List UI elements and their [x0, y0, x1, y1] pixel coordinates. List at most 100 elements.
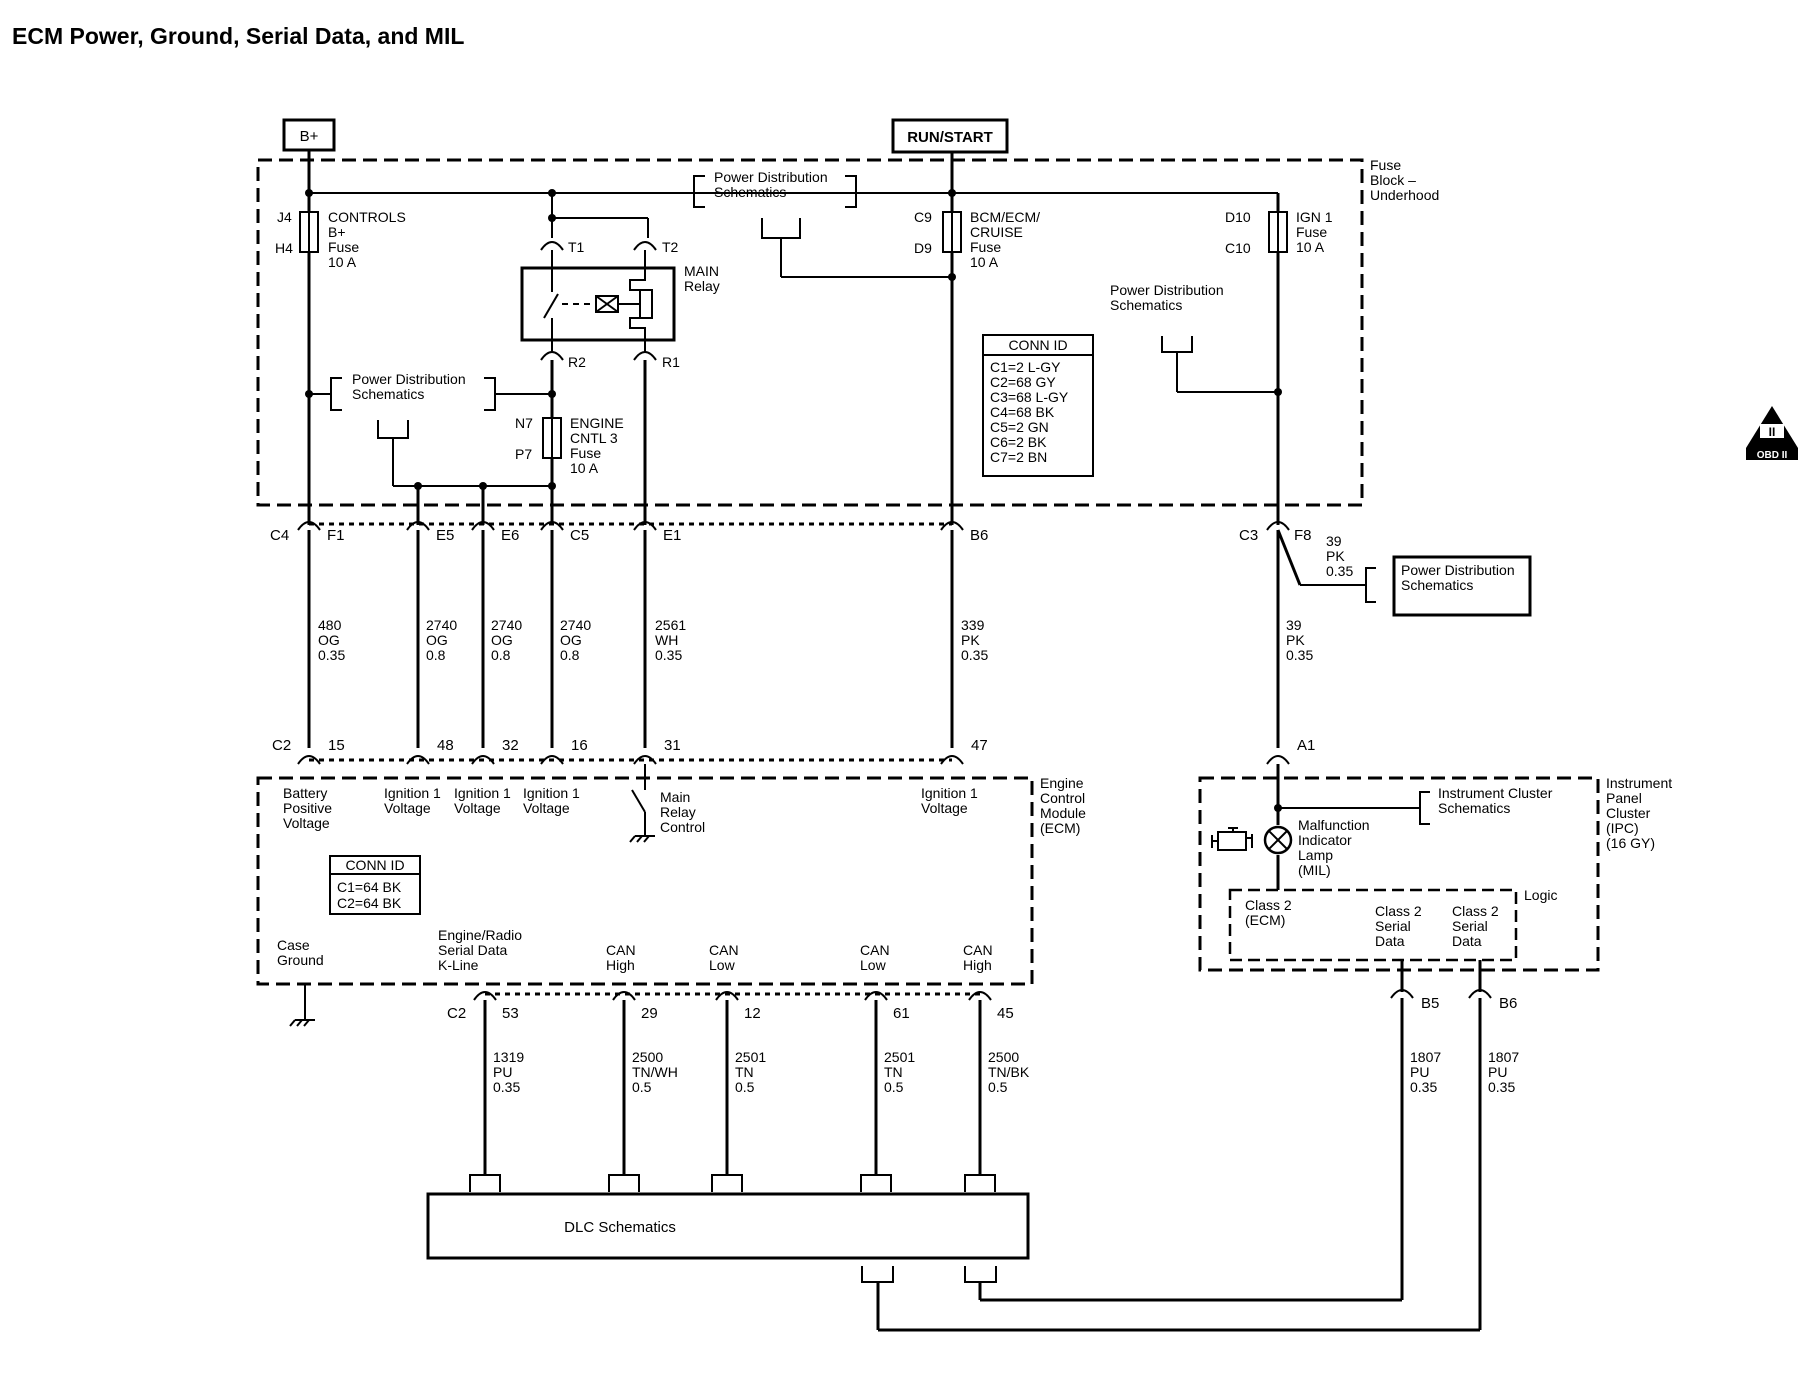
svg-text:Schematics: Schematics [352, 386, 424, 402]
svg-text:Control: Control [1040, 790, 1085, 806]
svg-text:Block –: Block – [1370, 172, 1416, 188]
svg-text:T2: T2 [662, 239, 679, 255]
svg-text:BCM/ECM/: BCM/ECM/ [970, 209, 1040, 225]
svg-text:53: 53 [502, 1005, 519, 1022]
svg-text:47: 47 [971, 737, 988, 754]
svg-text:339: 339 [961, 617, 985, 633]
svg-text:C5=2 GN: C5=2 GN [990, 419, 1049, 435]
ipc-lower-connector: B5 B6 [1390, 989, 1517, 1012]
svg-text:B6: B6 [970, 527, 988, 544]
ecm-lower-connector-row: C2 53 29 12 61 45 [447, 991, 1014, 1022]
obd-ii-badge: II OBD II [1746, 406, 1798, 461]
svg-text:B+: B+ [328, 224, 346, 240]
svg-text:High: High [963, 957, 992, 973]
ecm-connector-row: C2 15 48 32 16 31 47 [272, 737, 988, 765]
svg-text:High: High [606, 957, 635, 973]
svg-text:Fuse: Fuse [970, 239, 1001, 255]
ipc-wire-labels: 1807 PU 0.35 1807 PU 0.35 [1410, 1049, 1519, 1095]
fuse-block-conn-id-table: CONN ID C1=2 L-GY C2=68 GY C3=68 L-GY C4… [982, 334, 1094, 477]
svg-text:Serial: Serial [1452, 918, 1488, 934]
svg-text:J4: J4 [277, 209, 292, 225]
svg-text:Voltage: Voltage [523, 800, 570, 816]
svg-text:CAN: CAN [606, 942, 636, 958]
svg-text:2740: 2740 [491, 617, 522, 633]
svg-text:Voltage: Voltage [283, 815, 330, 831]
power-distribution-ref-right: Power Distribution Schematics [1110, 282, 1282, 396]
svg-text:0.35: 0.35 [961, 647, 988, 663]
svg-text:Data: Data [1375, 933, 1405, 949]
svg-text:OG: OG [491, 632, 513, 648]
svg-text:Case: Case [277, 937, 310, 953]
svg-text:OG: OG [318, 632, 340, 648]
svg-text:Power Distribution: Power Distribution [1110, 282, 1224, 298]
svg-text:Logic: Logic [1524, 887, 1557, 903]
svg-text:Cluster: Cluster [1606, 805, 1651, 821]
svg-text:C2=68 GY: C2=68 GY [990, 374, 1056, 390]
svg-text:Voltage: Voltage [921, 800, 968, 816]
svg-text:PU: PU [493, 1064, 512, 1080]
svg-text:61: 61 [893, 1005, 910, 1022]
svg-text:(ECM): (ECM) [1245, 912, 1285, 928]
svg-text:ENGINE: ENGINE [570, 415, 624, 431]
svg-text:Ground: Ground [277, 952, 324, 968]
svg-text:(ECM): (ECM) [1040, 820, 1080, 836]
engine-icon [1211, 827, 1253, 851]
svg-text:Voltage: Voltage [454, 800, 501, 816]
svg-text:0.35: 0.35 [1488, 1079, 1515, 1095]
power-distribution-ref-left: Power Distribution Schematics [305, 371, 556, 490]
svg-text:2500: 2500 [988, 1049, 1019, 1065]
svg-text:0.8: 0.8 [426, 647, 446, 663]
main-relay: T1 T2 MAIN Relay R2 R1 [520, 239, 720, 370]
svg-text:PK: PK [961, 632, 980, 648]
svg-text:C2: C2 [447, 1005, 466, 1022]
svg-text:Fuse: Fuse [1370, 157, 1401, 173]
svg-text:Voltage: Voltage [384, 800, 431, 816]
svg-text:TN: TN [735, 1064, 754, 1080]
svg-text:(MIL): (MIL) [1298, 862, 1331, 878]
svg-text:CRUISE: CRUISE [970, 224, 1023, 240]
svg-text:CONN ID: CONN ID [1008, 337, 1067, 353]
svg-text:E1: E1 [663, 527, 681, 544]
svg-text:Class 2: Class 2 [1375, 903, 1422, 919]
svg-text:10 A: 10 A [1296, 239, 1325, 255]
svg-text:Main: Main [660, 789, 690, 805]
svg-text:C3=68 L-GY: C3=68 L-GY [990, 389, 1069, 405]
svg-text:0.5: 0.5 [884, 1079, 904, 1095]
svg-text:WH: WH [655, 632, 678, 648]
svg-text:0.35: 0.35 [1326, 563, 1353, 579]
svg-text:C2=64 BK: C2=64 BK [337, 895, 402, 911]
svg-text:CONN ID: CONN ID [345, 857, 404, 873]
svg-text:16: 16 [571, 737, 588, 754]
svg-text:2740: 2740 [426, 617, 457, 633]
svg-text:K-Line: K-Line [438, 957, 479, 973]
svg-text:2561: 2561 [655, 617, 686, 633]
ipc-label: Instrument Panel Cluster (IPC) (16 GY) [1606, 775, 1672, 851]
svg-text:PK: PK [1326, 548, 1345, 564]
svg-text:32: 32 [502, 737, 519, 754]
svg-text:Schematics: Schematics [1401, 577, 1473, 593]
svg-text:Ignition 1: Ignition 1 [921, 785, 978, 801]
svg-text:B5: B5 [1421, 995, 1439, 1012]
svg-text:C6=2 BK: C6=2 BK [990, 434, 1047, 450]
svg-text:Engine: Engine [1040, 775, 1084, 791]
svg-text:Control: Control [660, 819, 705, 835]
svg-text:OG: OG [426, 632, 448, 648]
case-ground-symbol [289, 984, 315, 1027]
svg-text:10 A: 10 A [570, 460, 599, 476]
svg-text:Module: Module [1040, 805, 1086, 821]
svg-text:2501: 2501 [735, 1049, 766, 1065]
svg-text:Schematics: Schematics [1110, 297, 1182, 313]
svg-text:10 A: 10 A [970, 254, 999, 270]
ign1-fuse: D10 C10 IGN 1 Fuse 10 A [1225, 209, 1333, 256]
svg-text:PU: PU [1488, 1064, 1507, 1080]
svg-text:Fuse: Fuse [570, 445, 601, 461]
svg-text:0.5: 0.5 [632, 1079, 652, 1095]
svg-text:0.5: 0.5 [735, 1079, 755, 1095]
svg-text:Instrument: Instrument [1606, 775, 1672, 791]
battery-source: B+ [282, 118, 336, 152]
svg-text:Relay: Relay [660, 804, 696, 820]
svg-text:C5: C5 [570, 527, 589, 544]
ecm-label: Engine Control Module (ECM) [1040, 775, 1086, 836]
svg-text:R2: R2 [568, 354, 586, 370]
